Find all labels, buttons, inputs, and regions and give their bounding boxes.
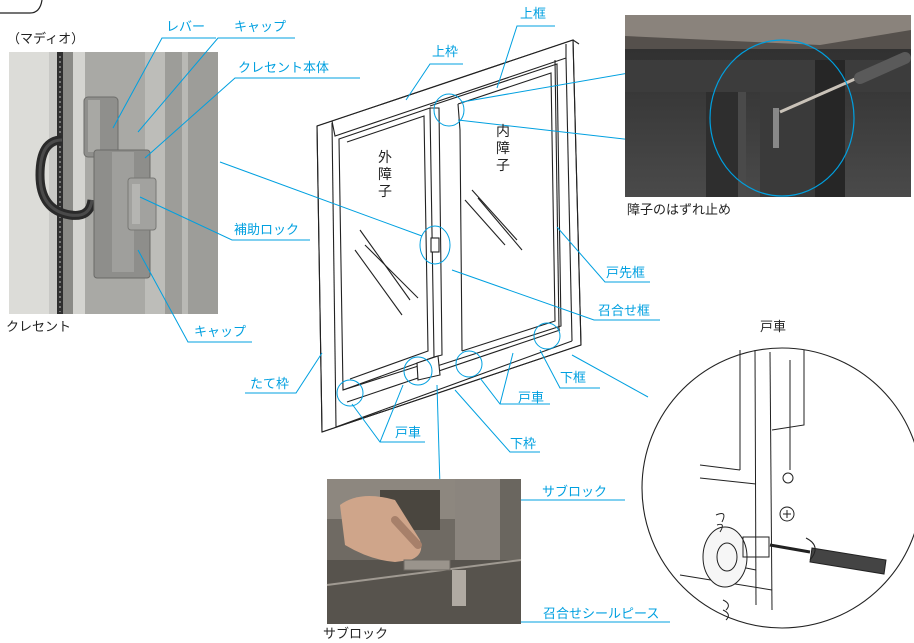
crescent-caption: クレセント [6,320,72,335]
sublock-photo [326,479,522,624]
side-frame-label: たて枠 [250,377,290,392]
stopper-photo [625,15,911,197]
meeting-rail-label: 召合せ框 [598,304,651,319]
roller-detail [641,347,914,629]
label-underlines [163,37,360,343]
roller-right-label: 戸車 [518,391,545,406]
outer-sash-label: 外障子 [378,150,392,200]
roller-detail-title: 戸車 [760,320,787,335]
lower-frame-label: 下枠 [510,437,537,452]
model-name-label: （マディオ） [7,32,85,47]
tab-outline [0,0,43,14]
seal-piece-label: 召合せシールピース [543,607,660,622]
sash-stopper-caption: 障子のはずれ止め [627,203,732,218]
cap-top-label: キャップ [234,20,287,35]
window-line-art [316,39,582,433]
door-tip-frame-label: 戸先框 [606,266,646,281]
crescent-body-label: クレセント本体 [238,61,330,76]
inner-sash-label: 内障子 [496,124,510,174]
upper-rail-label: 上框 [520,7,547,22]
crescent-photo [9,52,218,314]
roller-left-label: 戸車 [395,426,422,441]
cap-bottom-label: キャップ [194,325,247,340]
upper-frame-label: 上枠 [432,45,459,60]
callout-circles [336,93,561,407]
lever-label: レバー [166,20,206,35]
lower-rail-label: 下框 [560,371,587,386]
sub-lock-caption: サブロック [323,627,389,642]
aux-lock-label: 補助ロック [234,223,300,238]
sub-lock-label: サブロック [542,485,608,500]
